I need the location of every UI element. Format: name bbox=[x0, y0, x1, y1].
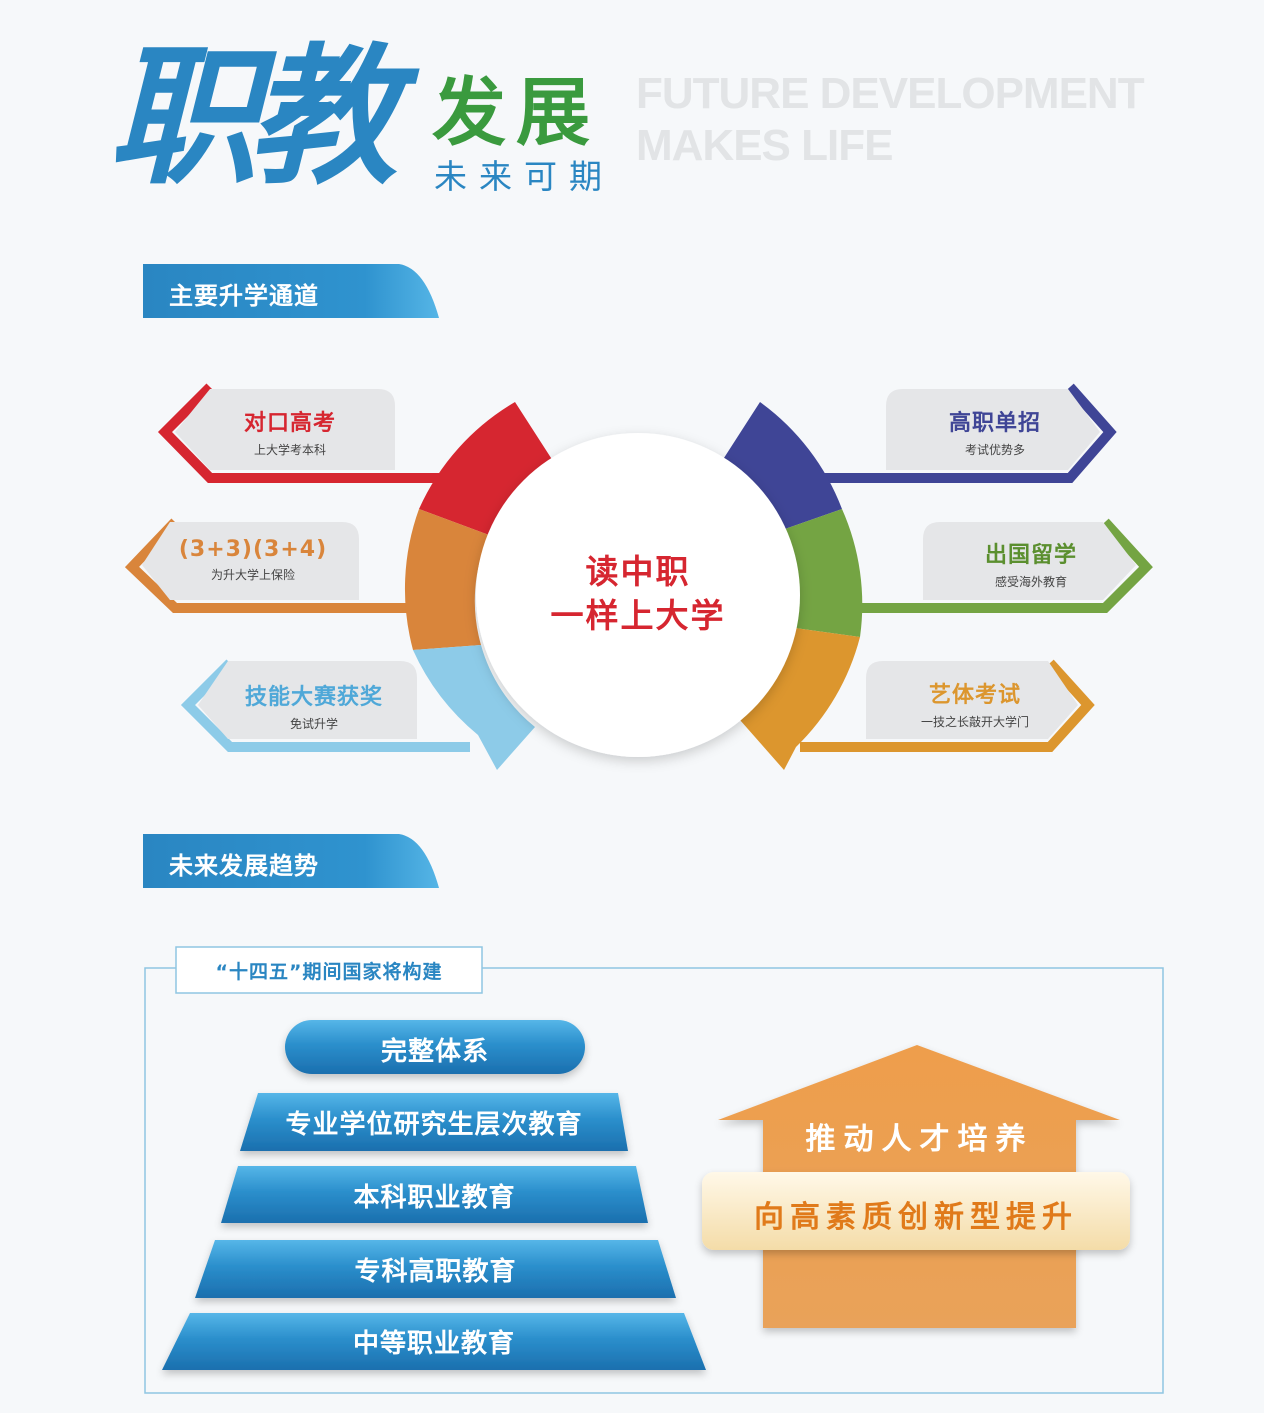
frame-border bbox=[144, 967, 1164, 1394]
pathway-left-1-subtitle: 上大学考本科 bbox=[253, 443, 326, 457]
tier-5-label: 中等职业教育 bbox=[352, 1329, 515, 1359]
section-heading-bg bbox=[143, 834, 439, 888]
section-heading-pathways: 主要升学通道 bbox=[143, 264, 439, 318]
tab-right-1 bbox=[886, 389, 1100, 470]
chevron-right-2 bbox=[845, 518, 1153, 613]
pathway-left-3-title: 技能大赛获奖 bbox=[244, 685, 383, 710]
tier-4-label: 专科高职教育 bbox=[354, 1257, 517, 1287]
tier-1-shape bbox=[285, 1020, 585, 1074]
center-line-2: 一样上大学 bbox=[550, 596, 726, 635]
english-line-2: MAKES LIFE bbox=[636, 121, 893, 170]
ring-segment-left-lightblue bbox=[413, 645, 535, 770]
arrow-text: 推动人才培养 bbox=[805, 1122, 1034, 1157]
english-line-1: FUTURE DEVELOPMENT bbox=[636, 69, 1145, 118]
chevron-left-3 bbox=[180, 659, 470, 752]
tier-2-shape bbox=[240, 1093, 628, 1151]
tab-right-3 bbox=[866, 661, 1078, 739]
pathway-right-3-subtitle: 一技之长敲开大学门 bbox=[920, 715, 1029, 729]
pathway-right-2: 出国留学 感受海外教育 bbox=[946, 537, 1116, 590]
tab-left-1 bbox=[175, 389, 395, 470]
chevron-left-2 bbox=[124, 518, 425, 613]
pathway-right-1-title: 高职单招 bbox=[948, 411, 1041, 436]
ring-segment-right-indigo bbox=[722, 402, 842, 530]
calligraphy-title: 职教 bbox=[108, 29, 398, 205]
frame-title: “十四五”期间国家将构建 bbox=[215, 961, 443, 983]
ring-segment-right-green bbox=[782, 509, 863, 637]
pathway-left-1-title: 对口高考 bbox=[243, 411, 336, 436]
pathway-right-3: 艺体考试 一技之长敲开大学门 bbox=[890, 677, 1060, 730]
section-heading-trends: 未来发展趋势 bbox=[143, 834, 439, 888]
arrow-inner-box bbox=[702, 1172, 1130, 1250]
chevron-right-1 bbox=[815, 383, 1117, 483]
center-line-1: 读中职 bbox=[585, 552, 691, 591]
tier-5-shape bbox=[162, 1313, 706, 1370]
pathway-left-3-subtitle: 免试升学 bbox=[289, 717, 338, 731]
chevron-right-3 bbox=[800, 659, 1095, 752]
chevron-left-1 bbox=[157, 383, 455, 483]
pathway-left-2-title: (3+3)(3+4) bbox=[178, 537, 328, 562]
tier-2-label: 专业学位研究生层次教育 bbox=[285, 1110, 583, 1140]
tab-left-2 bbox=[142, 522, 359, 600]
pathway-right-1: 高职单招 考试优势多 bbox=[910, 405, 1080, 458]
ring-segment-left-orange bbox=[404, 509, 489, 650]
center-text: 读中职 一样上大学 bbox=[520, 550, 756, 638]
pathway-right-3-title: 艺体考试 bbox=[928, 683, 1021, 708]
pathway-right-2-subtitle: 感受海外教育 bbox=[994, 575, 1067, 589]
pathway-left-3: 技能大赛获奖 免试升学 bbox=[225, 679, 403, 732]
tier-3-label: 本科职业教育 bbox=[353, 1183, 516, 1213]
tier-4-shape bbox=[195, 1240, 676, 1298]
pathway-left-2-subtitle: 为升大学上保险 bbox=[210, 568, 295, 582]
tab-right-2 bbox=[923, 522, 1136, 600]
pathway-right-2-title: 出国留学 bbox=[984, 543, 1077, 568]
tier-3-shape bbox=[221, 1166, 648, 1223]
section-heading-bg bbox=[143, 264, 439, 318]
pathway-right-1-subtitle: 考试优势多 bbox=[964, 443, 1025, 457]
pathway-left-1: 对口高考 上大学考本科 bbox=[205, 405, 375, 458]
arrow-box-text: 向高素质创新型提升 bbox=[754, 1200, 1078, 1235]
trends-frame bbox=[144, 946, 1164, 1394]
center-circle bbox=[476, 433, 800, 757]
ring-segment-left-red bbox=[419, 402, 553, 535]
section-heading-label: 未来发展趋势 bbox=[169, 852, 319, 880]
section-heading-label: 主要升学通道 bbox=[169, 282, 319, 310]
header-subtitle: 未来可期 bbox=[434, 157, 614, 196]
tab-left-3 bbox=[198, 661, 417, 739]
frame-title-box bbox=[175, 946, 483, 994]
pathway-left-2: (3+3)(3+4) 为升大学上保险 bbox=[168, 537, 338, 583]
tier-1-label: 完整体系 bbox=[380, 1037, 489, 1067]
ring-segment-right-yellow bbox=[740, 628, 860, 770]
header-title: 发展 bbox=[432, 70, 600, 156]
pathways-diagram bbox=[124, 383, 1153, 770]
